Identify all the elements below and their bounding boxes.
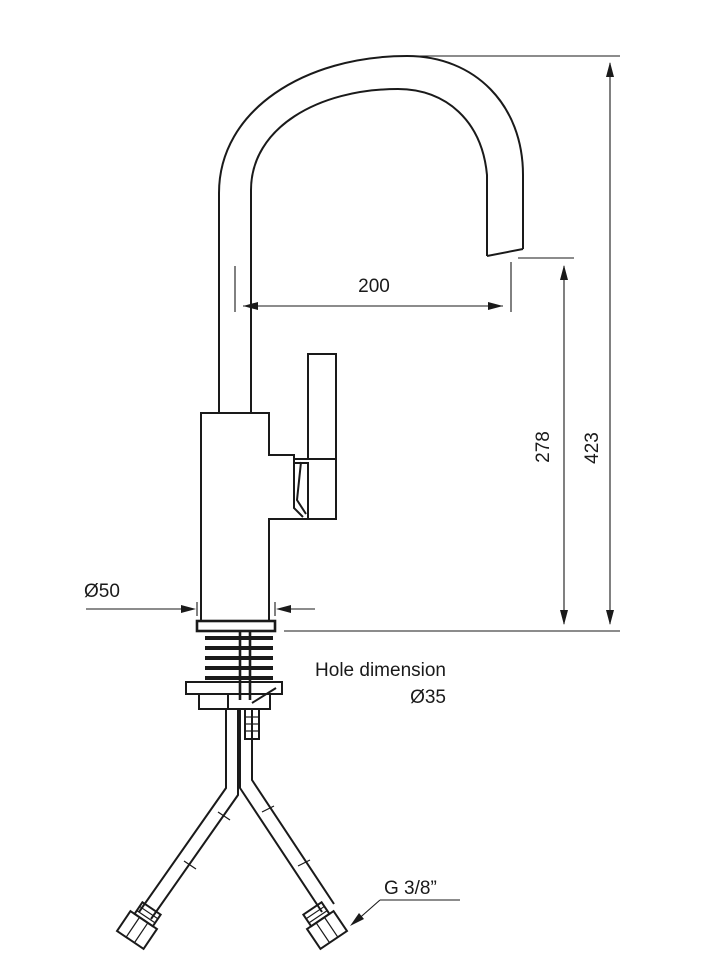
- washer-stack: [205, 636, 273, 680]
- hole-dimension-note: Hole dimension Ø35: [315, 660, 446, 708]
- threaded-shank: [205, 631, 273, 700]
- mounting-bracket: [185, 681, 283, 710]
- dimension-total-height: 423: [284, 55, 620, 632]
- supply-hose-right: [239, 709, 335, 913]
- thread-size-label: G 3/8”: [384, 878, 437, 899]
- supply-hose-left: [138, 709, 239, 920]
- total-height-label: 423: [582, 432, 603, 464]
- hole-dimension-title: Hole dimension: [315, 660, 446, 681]
- lever-handle: [293, 353, 337, 520]
- dimension-base-diameter: Ø50: [84, 581, 315, 616]
- dimension-spout-height: 278: [518, 257, 574, 625]
- spout-reach-label: 200: [358, 276, 390, 297]
- thread-callout: G 3/8”: [350, 878, 460, 926]
- spout: [218, 54, 524, 413]
- hose-fitting-right: [301, 900, 349, 951]
- faucet-body: [200, 412, 309, 622]
- spout-height-label: 278: [533, 431, 554, 463]
- hole-diameter-label: Ø35: [410, 687, 446, 708]
- base-plate: [195, 619, 277, 633]
- dimension-spout-reach: 200: [234, 262, 512, 312]
- hose-fitting-left: [115, 900, 163, 951]
- base-diameter-label: Ø50: [84, 581, 120, 602]
